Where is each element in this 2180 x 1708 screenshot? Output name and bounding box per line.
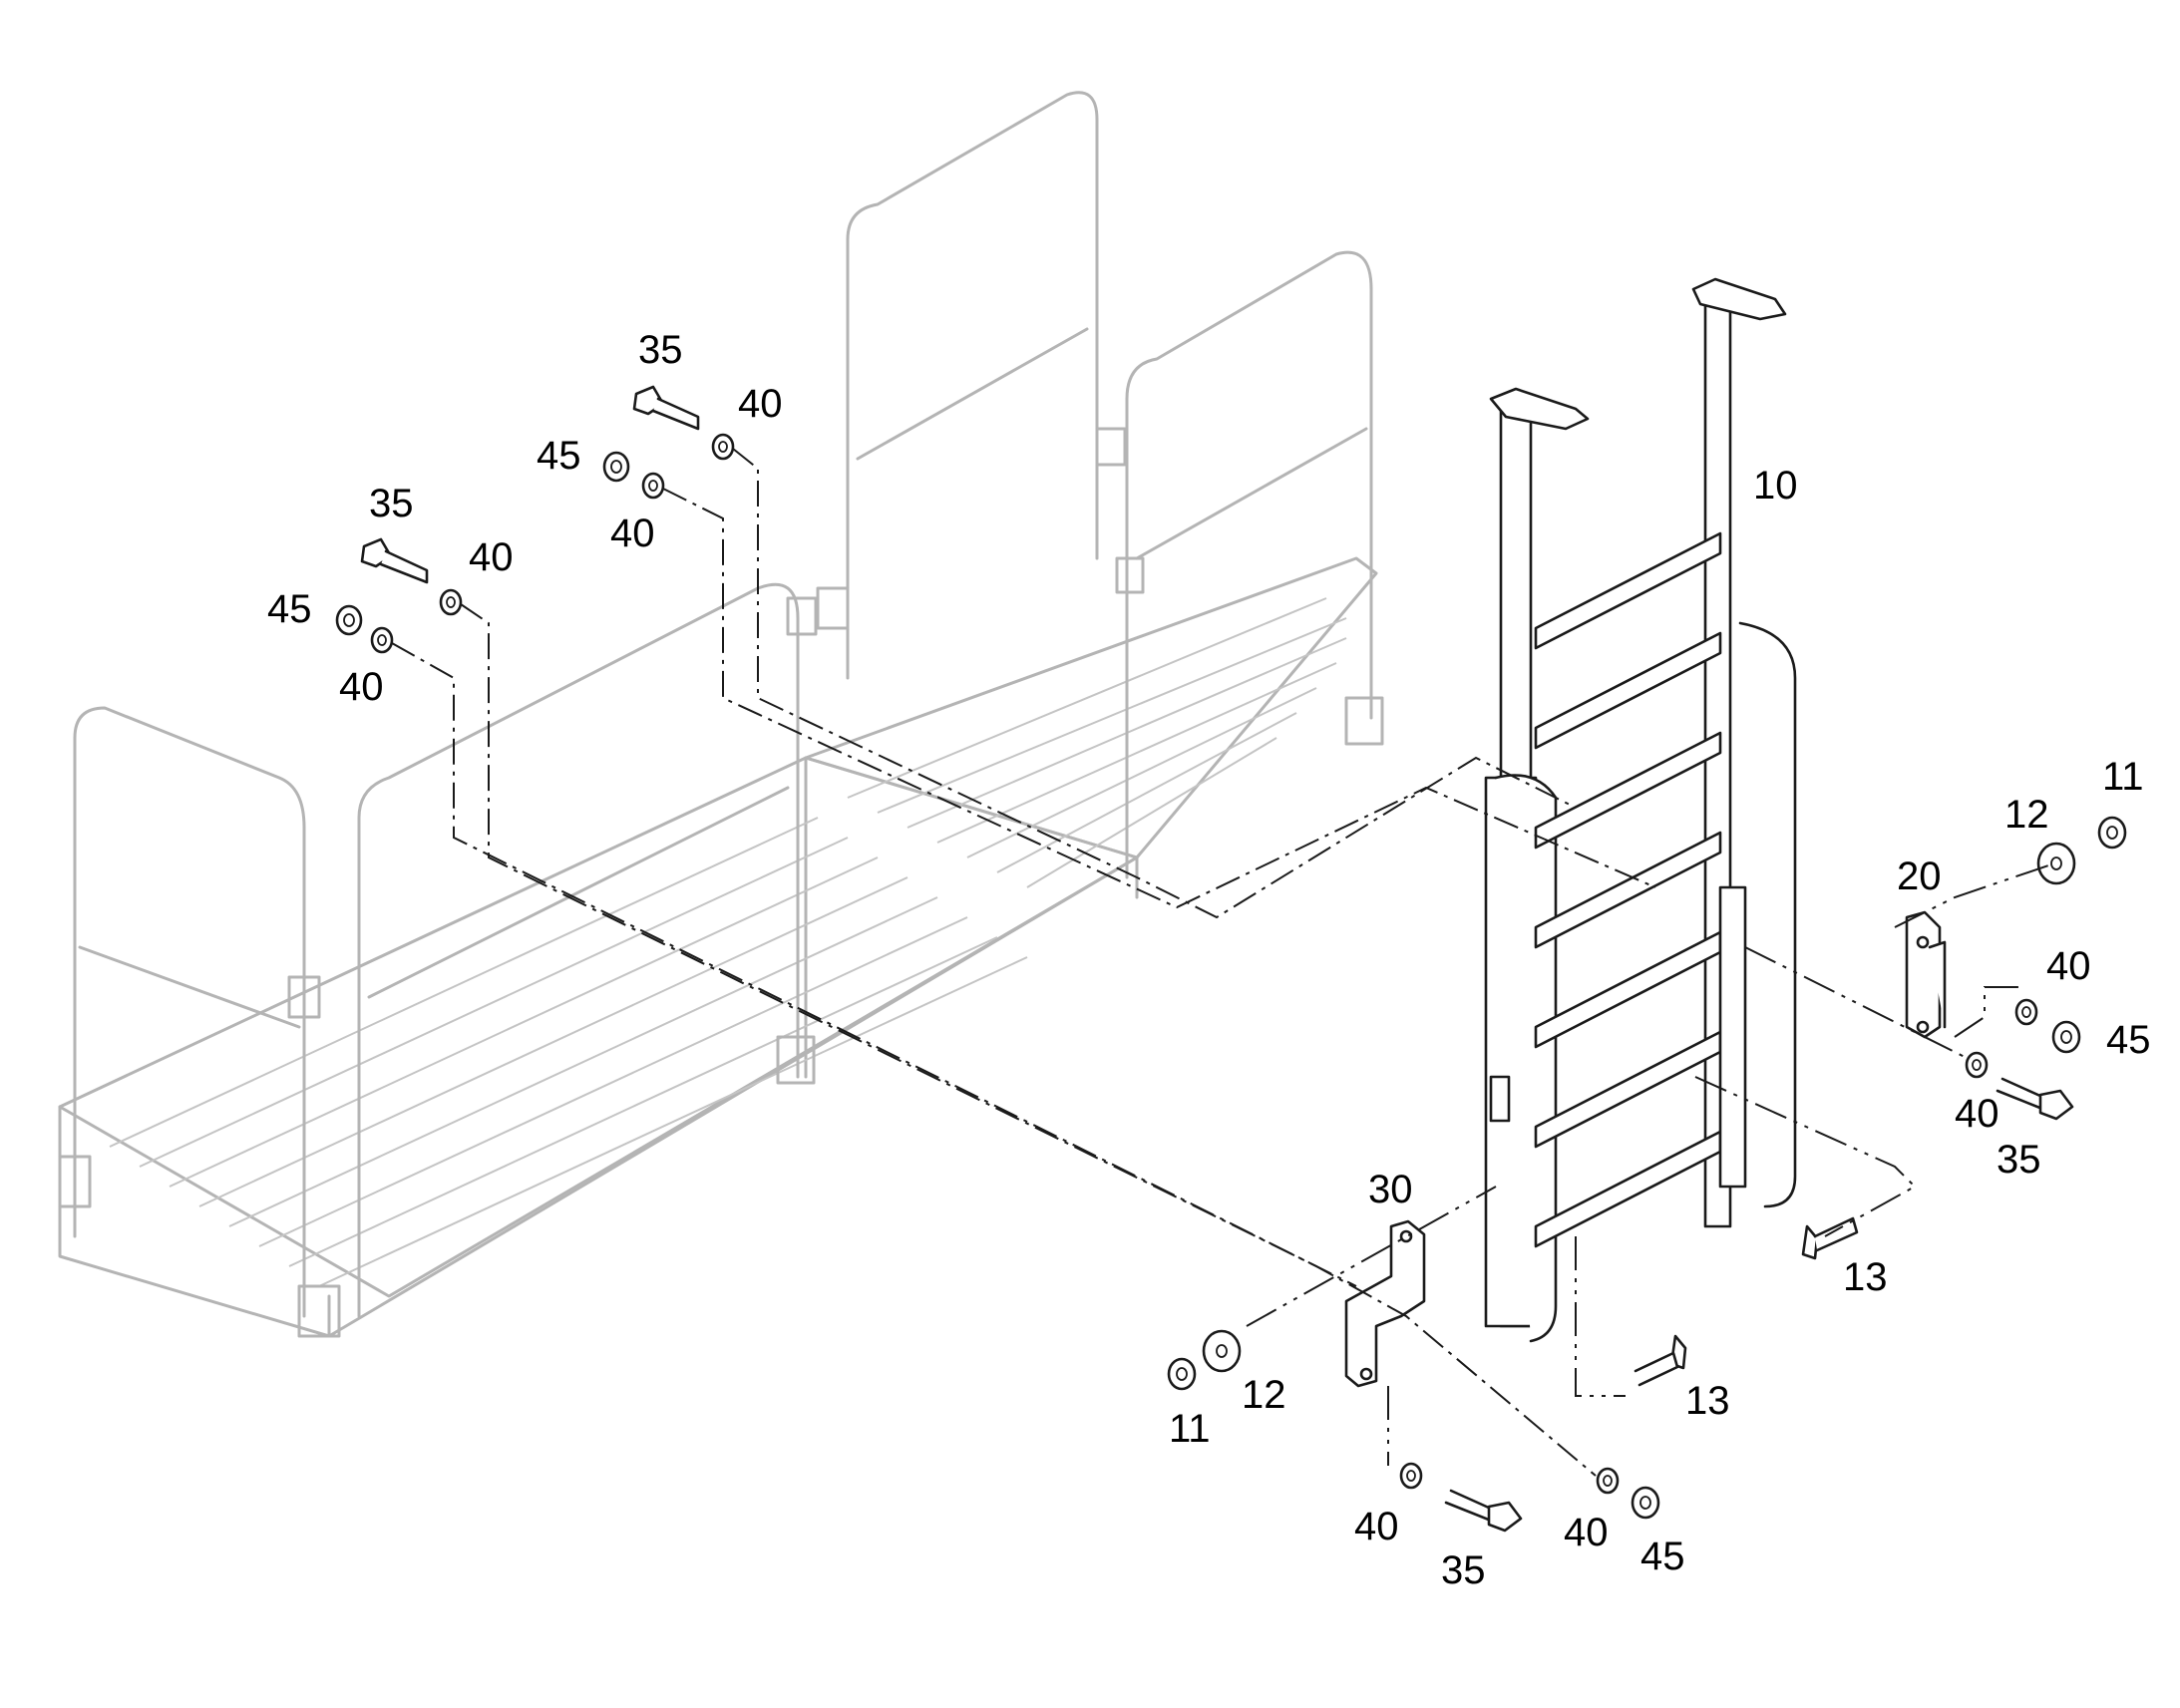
rear-handrail-mid <box>856 327 1089 461</box>
washer-40-low-b[interactable] <box>1596 1467 1620 1495</box>
washer-12-right[interactable] <box>2036 842 2076 885</box>
callout-11-right: 11 <box>2102 755 2144 799</box>
walkway-platform <box>58 91 1384 1338</box>
ladder-assembly[interactable] <box>1484 277 1797 1343</box>
callout-11-left: 11 <box>1169 1407 1211 1451</box>
bracket-30[interactable] <box>1344 1219 1426 1388</box>
callout-13-right: 13 <box>1843 1255 1888 1299</box>
bolt-35-mid[interactable] <box>360 537 429 584</box>
callout-40-right-a: 40 <box>2046 944 2091 988</box>
nut-45-top[interactable] <box>602 451 630 483</box>
washer-40-right-a[interactable] <box>2014 998 2038 1026</box>
rail-clamp-right <box>1115 556 1145 594</box>
callout-45-mid: 45 <box>267 587 312 631</box>
ladder-handle-left <box>1489 387 1590 431</box>
side-handrail-right-mid <box>1135 427 1368 560</box>
washer-40-top-a[interactable] <box>711 433 735 461</box>
deck-outline-lower <box>58 756 1139 1298</box>
deck-grating <box>109 597 1347 1287</box>
callout-40-right-b: 40 <box>1955 1092 1999 1136</box>
ladder-handle-right <box>1691 277 1787 321</box>
callout-45-right: 45 <box>2106 1018 2151 1062</box>
callout-labels: 35 40 45 40 35 40 45 40 10 11 12 20 40 4… <box>267 328 2151 1592</box>
end-handrail-left <box>73 706 306 1318</box>
assembly-leader-lines <box>391 448 2055 1477</box>
washer-40-top-b[interactable] <box>641 472 665 500</box>
ladder-handrail-right <box>1738 621 1797 1208</box>
ladder-slot-left <box>1489 1075 1511 1123</box>
base-bracket-4 <box>1344 696 1384 746</box>
callout-12-left: 12 <box>1242 1373 1286 1417</box>
callout-40-top-a: 40 <box>738 382 783 426</box>
rail-clamp-left <box>287 975 321 1019</box>
washer-12-left[interactable] <box>1202 1329 1242 1373</box>
rail-clamp-front <box>786 596 818 636</box>
callout-35-right: 35 <box>1997 1138 2041 1182</box>
bolt-35-top[interactable] <box>632 385 700 431</box>
ladder-bracket-right <box>1718 885 1747 1189</box>
front-handrail-mid <box>367 786 790 999</box>
callout-20: 20 <box>1897 854 1942 898</box>
side-handrail-right <box>1125 250 1373 720</box>
washer-40-right-b[interactable] <box>1965 1051 1989 1079</box>
nut-45-low[interactable] <box>1631 1486 1660 1520</box>
bolt-35-right[interactable] <box>1996 1077 2074 1121</box>
callout-12-right: 12 <box>2004 793 2049 837</box>
pin-13-low[interactable] <box>1634 1334 1687 1387</box>
callout-35-top: 35 <box>638 328 683 372</box>
callout-40-low-a: 40 <box>1354 1505 1399 1548</box>
base-bracket-3 <box>776 1035 816 1085</box>
callout-10: 10 <box>1753 464 1798 508</box>
nut-45-right[interactable] <box>2051 1020 2081 1054</box>
callout-40-low-b: 40 <box>1564 1511 1609 1554</box>
washer-40-mid-a[interactable] <box>439 588 463 616</box>
nut-11-right[interactable] <box>2097 816 2127 850</box>
nut-11-left[interactable] <box>1167 1357 1197 1391</box>
rear-handrail <box>846 91 1099 680</box>
bolt-35-low[interactable] <box>1444 1489 1523 1533</box>
base-bracket-1 <box>297 1284 341 1338</box>
callout-13-low: 13 <box>1685 1379 1730 1423</box>
callout-40-mid-a: 40 <box>469 535 514 579</box>
end-handrail-left-mid <box>78 945 301 1029</box>
nut-45-mid[interactable] <box>335 604 363 636</box>
deck-outline-upper <box>804 556 1378 859</box>
rail-clamp-mid <box>816 586 850 630</box>
base-bracket-2 <box>58 1155 92 1208</box>
callout-35-mid: 35 <box>369 482 414 525</box>
callout-45-low: 45 <box>1640 1535 1685 1578</box>
callout-45-top: 45 <box>537 434 581 478</box>
callout-40-mid-b: 40 <box>339 665 384 709</box>
rail-clamp-rear <box>1095 427 1127 467</box>
front-handrail <box>357 582 800 1318</box>
washer-40-low-a[interactable] <box>1399 1462 1423 1490</box>
washer-40-mid-b[interactable] <box>370 626 394 654</box>
callout-30: 30 <box>1368 1168 1413 1211</box>
bracket-20[interactable] <box>1905 910 1947 1039</box>
pin-13-right[interactable] <box>1801 1216 1859 1260</box>
callout-35-low: 35 <box>1441 1548 1486 1592</box>
callout-40-top-b: 40 <box>610 512 655 555</box>
ladder-steps <box>1534 531 1722 1248</box>
